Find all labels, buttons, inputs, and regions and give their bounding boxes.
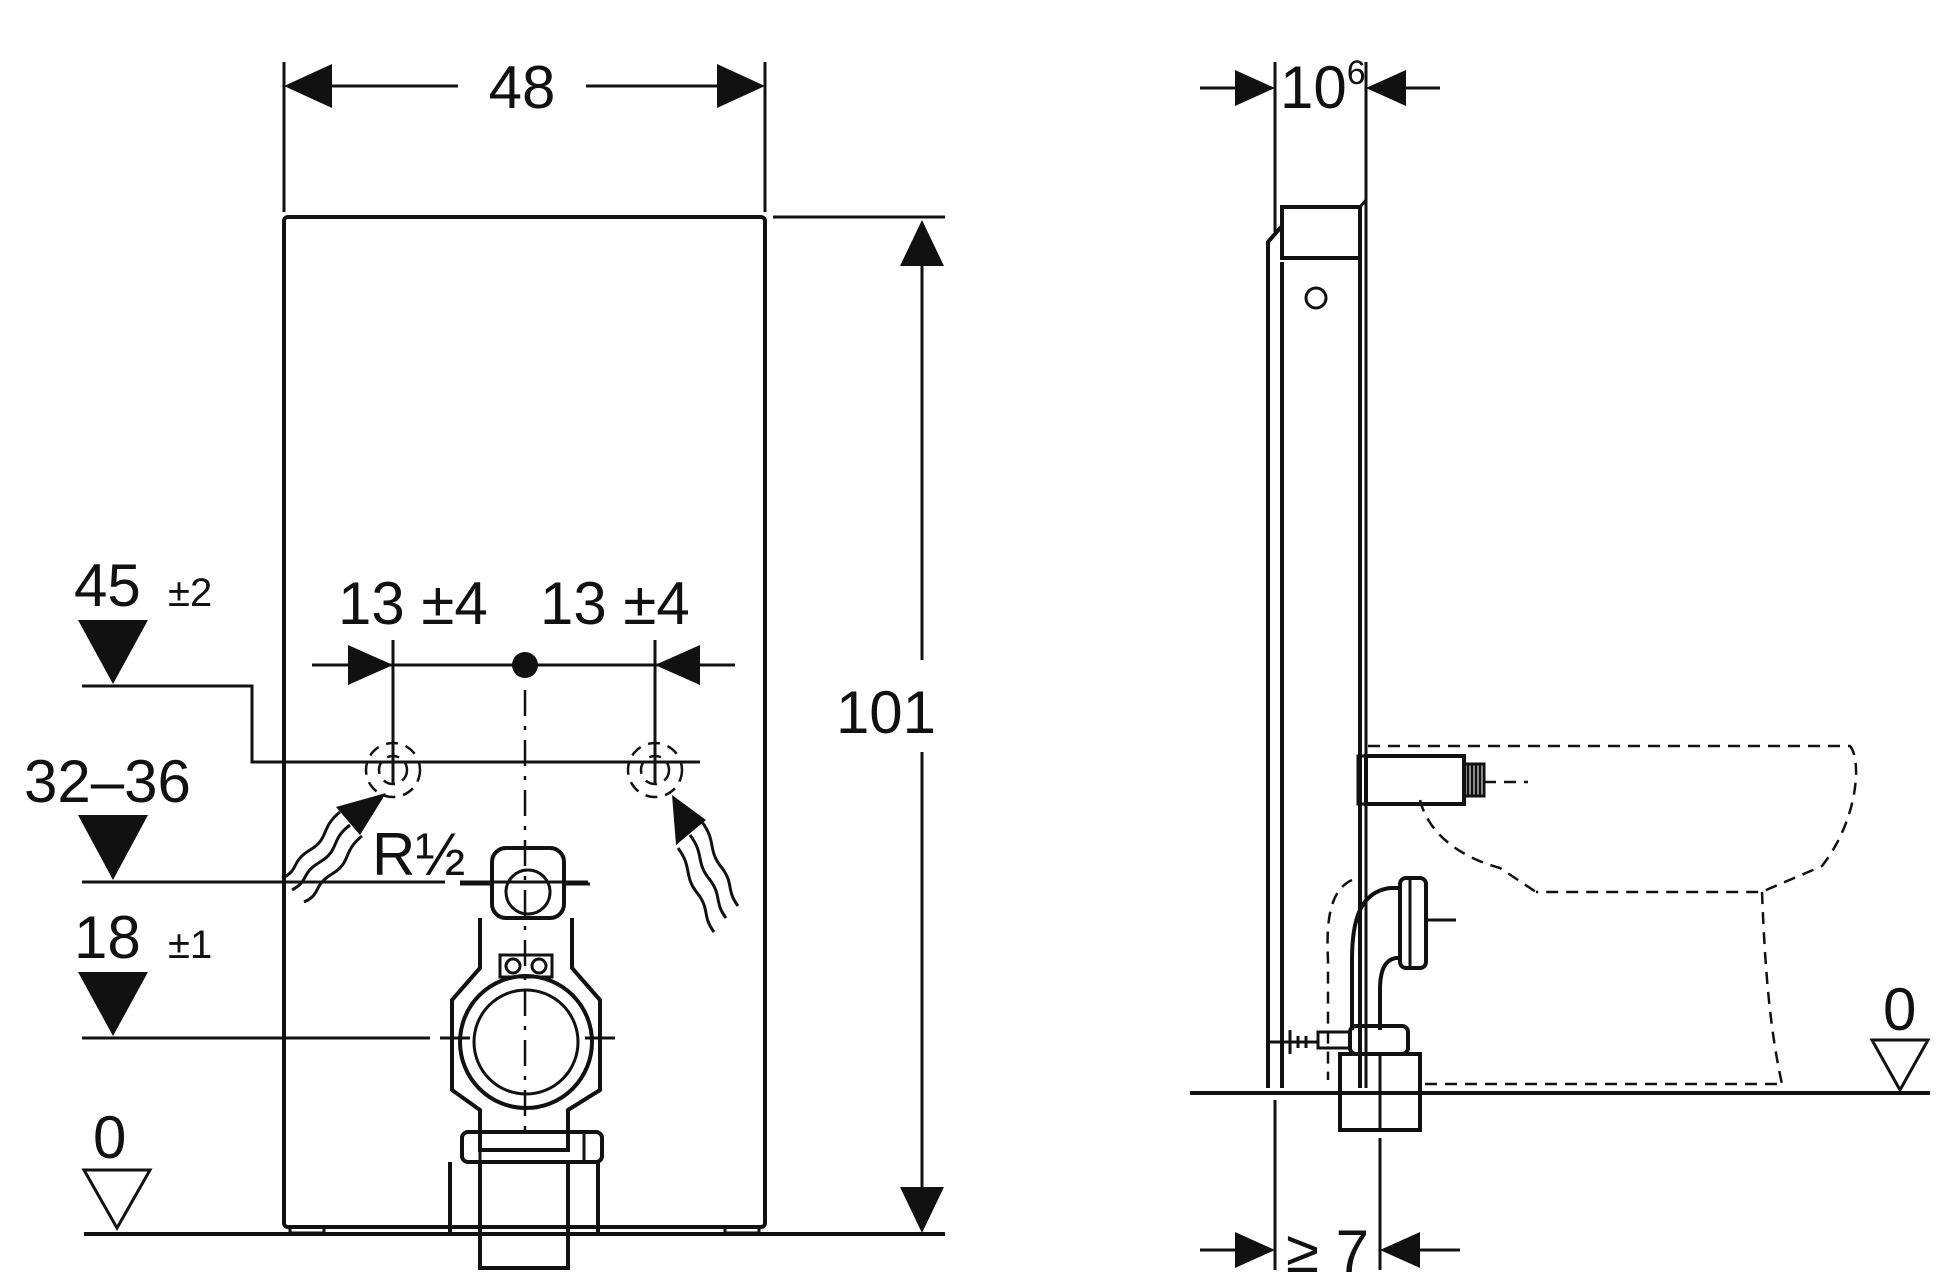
floor-label-front: 0 xyxy=(93,1104,126,1171)
clearance-label: ≥ 7 xyxy=(1286,1218,1369,1284)
width-dimension: 48 xyxy=(282,54,767,212)
level-mid-value: 32–36 xyxy=(24,748,191,815)
level-marker-low: 18 ±1 xyxy=(74,904,615,1040)
floor-label-side: 0 xyxy=(1883,976,1916,1043)
water-connection-right xyxy=(626,741,684,799)
right-offset-label: 13 ±4 xyxy=(540,570,690,637)
level-high-tol: ±2 xyxy=(168,571,212,615)
floor-marker-side: 0 xyxy=(1869,976,1931,1094)
module-side-profile xyxy=(1266,199,1368,1088)
level-low-tol: ±1 xyxy=(168,923,212,967)
thread-label: R½ xyxy=(372,821,465,888)
water-supply-arrow-left xyxy=(281,793,386,904)
floor-marker-front: 0 xyxy=(81,1104,153,1232)
side-view: 106 xyxy=(1190,54,1931,1284)
height-dimension: 101 xyxy=(773,215,945,1233)
toilet-bowl-outline xyxy=(1368,744,1858,1086)
module-panel xyxy=(282,215,767,1229)
level-low-value: 18 xyxy=(74,904,141,971)
depth-label: 106 xyxy=(1280,54,1366,121)
height-label: 101 xyxy=(836,679,936,746)
level-marker-high: 45 ±2 xyxy=(74,552,700,764)
front-view: 48 101 45 ±2 32–36 xyxy=(24,54,945,1270)
center-point xyxy=(512,652,538,678)
depth-value: 10 xyxy=(1280,54,1347,121)
depth-dimension: 106 xyxy=(1200,54,1440,232)
water-supply-arrow-right xyxy=(672,795,740,933)
width-label: 48 xyxy=(489,54,556,121)
water-connection-left xyxy=(364,741,422,799)
level-high-value: 45 xyxy=(74,552,141,619)
depth-superscript: 6 xyxy=(1347,54,1366,92)
clearance-dimension: ≥ 7 xyxy=(1200,1100,1460,1284)
drain-assembly xyxy=(448,846,604,1270)
water-inlet-pipe xyxy=(1356,754,1528,806)
level-marker-mid: 32–36 xyxy=(24,748,588,884)
left-offset-label: 13 ±4 xyxy=(338,570,488,637)
